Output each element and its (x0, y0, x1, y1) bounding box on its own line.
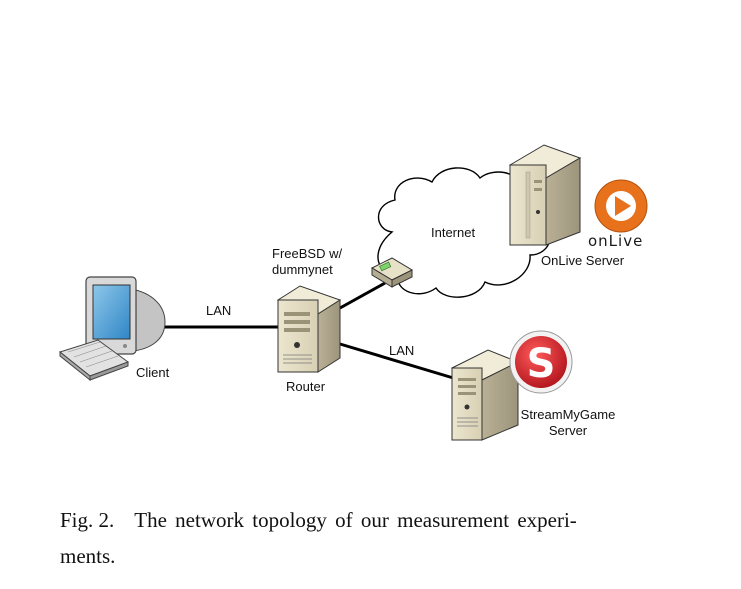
caption-line1: Fig. 2. The network topology of our measu… (60, 502, 660, 538)
onlive-logo-icon (594, 179, 648, 233)
caption-text-line1: The network topology of our measurement … (134, 508, 577, 532)
onlive-logo-text: onLive (588, 232, 644, 250)
client-label: Client (136, 365, 170, 380)
router-server-icon (276, 285, 342, 373)
edge-router-streammygame (339, 342, 461, 382)
client-computer-icon (58, 276, 166, 382)
streammygame-server-icon (450, 349, 520, 441)
onlive-server-icon (508, 144, 582, 246)
onlive-server-label: OnLive Server (541, 253, 625, 268)
streammygame-label-line2: Server (548, 423, 588, 438)
modem-icon (370, 257, 414, 288)
streammygame-logo-letter: S (527, 341, 556, 387)
streammygame-logo-icon: S (509, 330, 573, 394)
figure-caption: Fig. 2. The network topology of our measu… (60, 502, 660, 574)
router-top-label: FreeBSD w/ dummynet (272, 246, 342, 278)
edge-router-modem (339, 281, 386, 310)
caption-text-line2: ments. (60, 544, 116, 568)
caption-fig-number: Fig. 2. (60, 508, 115, 532)
internet-label: Internet (431, 225, 476, 240)
router-top-label-line2: dummynet (272, 262, 333, 277)
router-top-label-line1: FreeBSD w/ (272, 246, 343, 261)
streammygame-server-label: StreamMyGame Server (518, 407, 618, 439)
streammygame-label-line1: StreamMyGame (520, 407, 616, 422)
edge-label-client-router: LAN (206, 303, 232, 318)
router-label: Router (286, 379, 326, 394)
edge-label-router-streammygame: LAN (389, 343, 415, 358)
